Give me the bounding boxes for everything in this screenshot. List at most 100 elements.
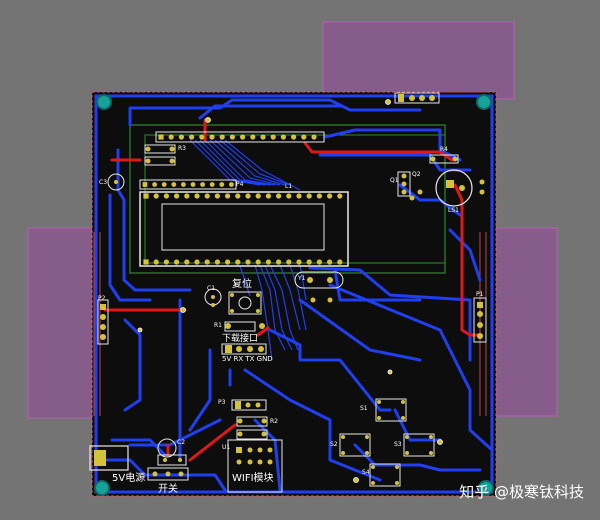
pin-pad — [316, 259, 322, 265]
connector-p6-pins — [477, 302, 483, 339]
reset-pads — [230, 293, 260, 313]
wifi-module-footprint[interactable] — [227, 439, 283, 493]
pin-pad — [255, 193, 261, 199]
pin-pad — [301, 134, 307, 140]
connector-p2-pins — [100, 304, 106, 340]
mcu-u1-pins — [143, 193, 343, 265]
power-jack[interactable] — [89, 445, 129, 471]
mcu-u1[interactable] — [139, 191, 349, 267]
push-buttons[interactable] — [339, 398, 435, 487]
capacitor-c2 — [157, 438, 177, 458]
pin-pad — [178, 134, 184, 140]
header-p3 — [155, 131, 325, 143]
pcb-board — [91, 91, 497, 497]
pin-pad — [306, 193, 312, 199]
ls1-ref-label: LS1 — [448, 207, 459, 214]
pin-pad — [209, 182, 215, 187]
power-5v-label: 5V电源 — [112, 473, 146, 484]
pin-pad — [142, 182, 148, 187]
pin-pad — [229, 134, 235, 140]
p2-ref-label: P2 — [98, 295, 106, 302]
connector-p2[interactable] — [97, 299, 109, 345]
pin-pad — [265, 193, 271, 199]
pin-pad — [260, 134, 266, 140]
pin-pad — [296, 193, 302, 199]
pin-pad — [276, 193, 282, 199]
c3-ref-label: C3 — [99, 179, 108, 186]
pin-pad — [270, 134, 276, 140]
board-outline — [94, 94, 494, 494]
pin-pad — [276, 259, 282, 265]
pin-pad — [245, 193, 251, 199]
pin-pad — [280, 134, 286, 140]
p1-ref-label: P1 — [476, 291, 484, 298]
p3-ref-label: P3 — [218, 399, 226, 406]
pin-pad — [286, 193, 292, 199]
lcd-ref-label: L1 — [285, 183, 293, 190]
vias — [137, 99, 443, 483]
wifi-module-label: WIFI模块 — [232, 473, 274, 484]
pin-pad — [240, 134, 246, 140]
pin-pad — [219, 134, 225, 140]
pin-pad — [204, 259, 210, 265]
pin-pad — [296, 259, 302, 265]
download-header[interactable] — [221, 343, 267, 355]
pin-pad — [214, 259, 220, 265]
reset-button-cap — [238, 296, 252, 310]
s2-ref-label: S2 — [330, 441, 338, 448]
pin-pad — [327, 193, 333, 199]
pin-pad — [225, 259, 231, 265]
pin-pad — [194, 193, 200, 199]
pin-pad — [161, 182, 167, 187]
header-p1 — [394, 92, 440, 104]
pin-pad — [153, 259, 159, 265]
pin-pad — [286, 259, 292, 265]
reset-button[interactable] — [228, 291, 262, 315]
lcd-bus-traces — [189, 139, 307, 361]
header-p4 — [139, 179, 237, 190]
pin-pad — [184, 259, 190, 265]
wifi-module-pins — [236, 447, 273, 465]
p10-pins — [235, 401, 261, 409]
q2-ref-label: Q2 — [412, 171, 421, 178]
r4-ref-label: R4 — [440, 146, 448, 153]
connector-p6[interactable] — [473, 297, 487, 343]
buzzer-ls1[interactable] — [435, 169, 473, 207]
keepout-top-right — [322, 21, 515, 100]
pin-pad — [199, 134, 205, 140]
pin-pad — [184, 193, 190, 199]
pin-pad — [229, 182, 234, 187]
capacitor-c3 — [107, 173, 125, 191]
pin-pad — [168, 134, 174, 140]
pin-pad — [219, 182, 225, 187]
y1-ref-label: Y1 — [298, 275, 306, 282]
pin-pad — [235, 259, 241, 265]
mounting-holes — [94, 94, 494, 496]
pin-pad — [255, 259, 261, 265]
bottom-layer-traces — [103, 118, 480, 462]
pin-pad — [171, 182, 177, 187]
p4-ref-label: P4 — [236, 181, 244, 188]
pin-pad — [174, 259, 180, 265]
pin-pad — [190, 182, 196, 187]
pin-pad — [327, 259, 333, 265]
reset-label: 复位 — [232, 279, 252, 290]
download-port-label: 下载接口 — [222, 334, 259, 344]
c1-ref-label: C1 — [207, 285, 216, 292]
pin-pad — [209, 134, 215, 140]
pin-pad — [337, 193, 343, 199]
pin-pad — [306, 259, 312, 265]
transistor-q1 — [397, 171, 411, 197]
download-header-pins — [225, 345, 264, 353]
crystal-y1 — [294, 271, 344, 289]
header-p4-pins — [142, 182, 234, 187]
u1-ref-label: U1 — [222, 444, 231, 451]
pin-pad — [152, 182, 158, 187]
p10-header — [231, 399, 267, 411]
r3-ref-label: R3 — [178, 145, 186, 152]
push-button-pads — [341, 400, 433, 485]
pin-pad — [163, 193, 169, 199]
power-switch[interactable] — [147, 467, 189, 481]
download-pins-label: 5V RX TX GND — [222, 355, 273, 363]
